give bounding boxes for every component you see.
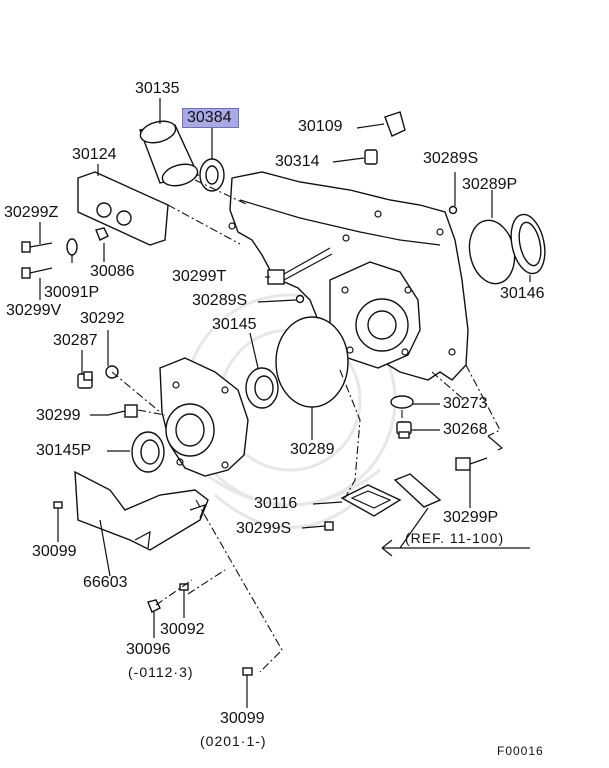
part-label-30273[interactable]: 30273 <box>443 395 488 412</box>
diagram-code: F00016 <box>497 744 544 758</box>
part-label-30135[interactable]: 30135 <box>135 80 180 97</box>
part-label-30096[interactable]: 30096 <box>126 641 171 658</box>
part-label-30086[interactable]: 30086 <box>90 263 135 280</box>
seal-30145p <box>131 431 165 473</box>
part-label-30116[interactable]: 30116 <box>254 495 298 512</box>
bolt-30299z <box>21 241 53 253</box>
part-label-30384-highlighted[interactable]: 30384 <box>182 108 239 128</box>
cover-30116 <box>340 484 402 517</box>
part-label-30314[interactable]: 30314 <box>275 153 320 170</box>
part-label-30292[interactable]: 30292 <box>80 310 125 327</box>
part-label-30299[interactable]: 30299 <box>36 407 81 424</box>
part-label-30299t[interactable]: 30299T <box>172 268 227 285</box>
part-label-30299v[interactable]: 30299V <box>6 302 62 319</box>
part-label-30099-a[interactable]: 30099 <box>32 543 77 560</box>
part-label-66603[interactable]: 66603 <box>83 574 128 591</box>
part-note-30099-date: (0201·1-) <box>200 733 267 749</box>
shield-plate-66603 <box>74 470 209 551</box>
part-label-30299p[interactable]: 30299P <box>443 509 499 526</box>
oring-30289 <box>275 316 349 408</box>
plug-30314 <box>364 149 378 165</box>
bracket-30124 <box>77 171 169 246</box>
screw-30099-b <box>242 667 253 690</box>
guide-lines <box>111 179 530 673</box>
part-label-30145[interactable]: 30145 <box>212 316 257 333</box>
part-label-30289s-mid[interactable]: 30289S <box>192 292 248 309</box>
part-label-30099-b[interactable]: 30099 <box>220 710 265 727</box>
cap-30109 <box>384 111 406 137</box>
output-flange <box>329 261 421 369</box>
extension-housing <box>159 357 249 477</box>
nut-30096 <box>147 599 161 613</box>
washer-30091p <box>66 238 78 256</box>
oring-30289s-mid <box>295 294 305 304</box>
screw-30299s-bottom <box>324 521 334 531</box>
plug-30287 <box>77 371 93 389</box>
part-label-30299z[interactable]: 30299Z <box>4 204 59 221</box>
part-label-30092[interactable]: 30092 <box>160 621 205 638</box>
oring-30289s-top <box>448 205 458 215</box>
bolt-30299p <box>455 457 488 471</box>
bolt-30299 <box>107 404 138 418</box>
part-label-30268[interactable]: 30268 <box>443 421 488 438</box>
reference-label-11-100[interactable]: (REF. 11-100) <box>405 530 505 546</box>
nut-30086 <box>95 227 109 241</box>
bolt-30092 <box>179 583 189 604</box>
part-label-30289[interactable]: 30289 <box>290 441 335 458</box>
part-label-30299s-bottom[interactable]: 30299S <box>236 520 292 537</box>
oil-seal-30384 <box>199 158 225 192</box>
part-label-30109[interactable]: 30109 <box>298 118 343 135</box>
shaft-ref-11-100 <box>393 473 442 508</box>
part-label-30289p[interactable]: 30289P <box>462 176 518 193</box>
bolt-30299v <box>21 267 53 279</box>
leader-lines <box>39 98 531 708</box>
part-label-30124[interactable]: 30124 <box>72 146 117 163</box>
part-label-30287[interactable]: 30287 <box>53 332 98 349</box>
plug-30268 <box>396 421 412 439</box>
part-label-30289s-top[interactable]: 30289S <box>423 150 479 167</box>
part-label-30091p[interactable]: 30091P <box>44 284 100 301</box>
part-label-30145p[interactable]: 30145P <box>36 442 92 459</box>
screw-30099-a <box>53 501 63 516</box>
seal-30145 <box>245 367 279 409</box>
part-note-30096-date: (-0112·3) <box>128 664 194 680</box>
bolt-30299t <box>267 247 333 285</box>
gasket-30273 <box>390 395 414 409</box>
sleeve-30135 <box>139 120 200 187</box>
seal-30146 <box>510 213 546 275</box>
part-label-30146[interactable]: 30146 <box>500 285 545 302</box>
